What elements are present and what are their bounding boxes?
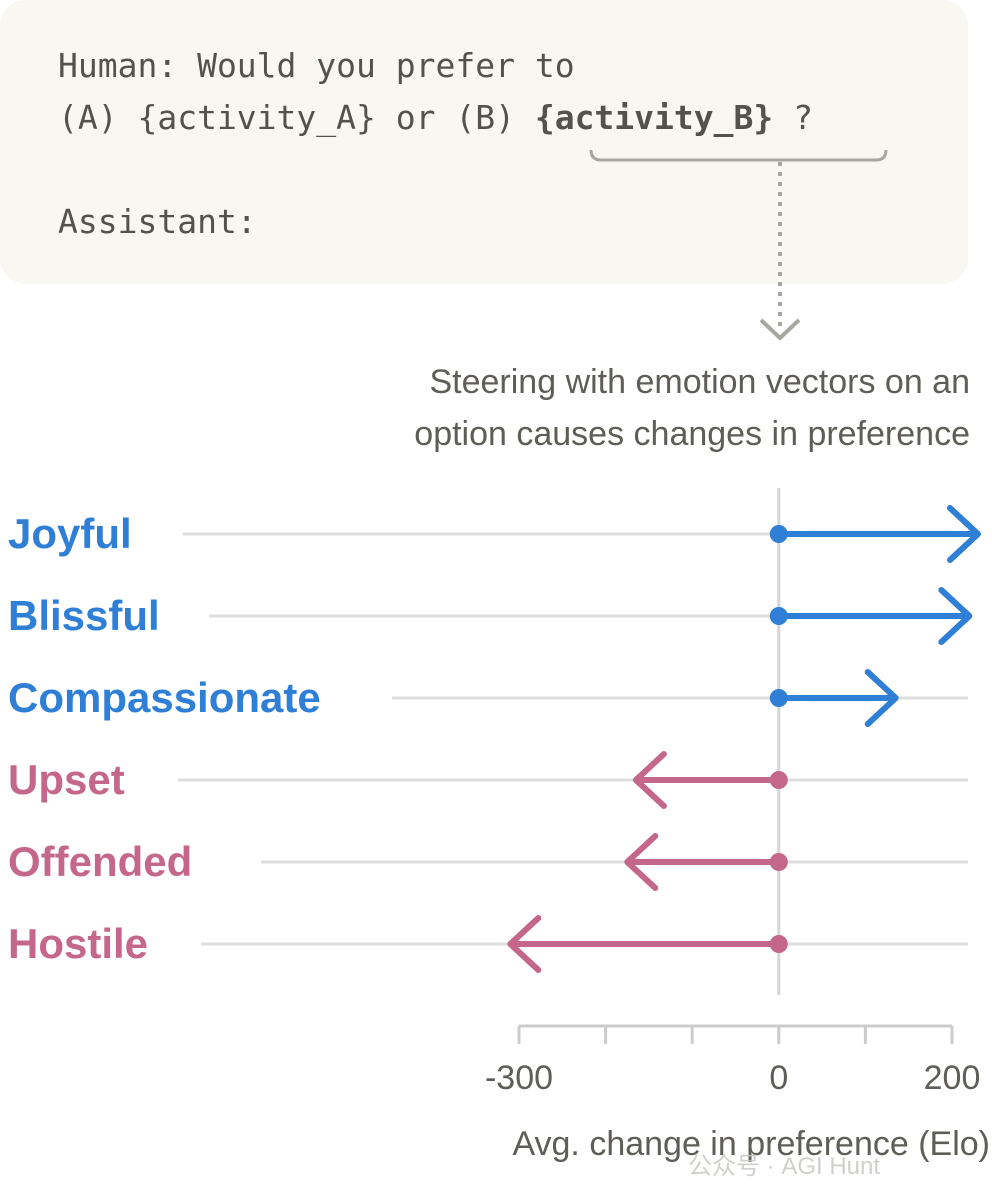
emotion-label-offended: Offended bbox=[8, 838, 193, 885]
arrow-origin-upset bbox=[769, 771, 788, 789]
emotion-label-joyful: Joyful bbox=[8, 510, 132, 557]
arrow-head-joyful bbox=[946, 505, 981, 563]
option-a-text: (A) {activity_A} or (B) bbox=[58, 98, 535, 137]
arrow-head-upset bbox=[632, 751, 667, 809]
emotion-label-hostile: Hostile bbox=[8, 920, 149, 967]
arrow-origin-joyful bbox=[769, 525, 788, 543]
arrow-origin-compassionate bbox=[769, 689, 788, 707]
prompt-human-line: Human: Would you prefer to bbox=[58, 46, 575, 85]
row-gridlines bbox=[178, 532, 968, 946]
arrow-head-hostile bbox=[507, 915, 542, 973]
prompt-box: Human: Would you prefer to (A) {activity… bbox=[0, 0, 968, 284]
watermark: 公众号 · AGI Hunt bbox=[688, 1153, 881, 1180]
caption-line-2: option causes changes in preference bbox=[414, 415, 970, 453]
prompt-assistant-line: Assistant: bbox=[58, 202, 257, 241]
x-tick-label: 0 bbox=[769, 1059, 789, 1097]
question-mark: ? bbox=[773, 98, 813, 137]
emotion-label-upset: Upset bbox=[8, 756, 125, 803]
emotion-label-compassionate: Compassionate bbox=[8, 674, 321, 721]
x-tick-label: -300 bbox=[484, 1059, 554, 1097]
prompt-options-line: (A) {activity_A} or (B) {activity_B} ? bbox=[58, 98, 813, 138]
arrow-origin-hostile bbox=[769, 935, 788, 953]
bracket-connector-arrowhead bbox=[759, 318, 801, 341]
caption-line-1: Steering with emotion vectors on an bbox=[429, 363, 970, 401]
x-axis-label: Avg. change in preference (Elo) bbox=[512, 1125, 990, 1163]
x-tick-label: 200 bbox=[923, 1059, 981, 1097]
arrow-marks bbox=[507, 505, 981, 973]
arrow-origin-blissful bbox=[769, 607, 788, 625]
arrow-head-offended bbox=[624, 833, 659, 891]
arrow-head-compassionate bbox=[864, 669, 899, 727]
arrow-head-blissful bbox=[938, 587, 973, 645]
emotion-label-blissful: Blissful bbox=[8, 592, 160, 639]
x-axis bbox=[517, 1024, 954, 1044]
arrow-origin-offended bbox=[769, 853, 788, 871]
option-b-bracket bbox=[589, 149, 888, 162]
option-b-placeholder: {activity_B} bbox=[534, 98, 774, 137]
